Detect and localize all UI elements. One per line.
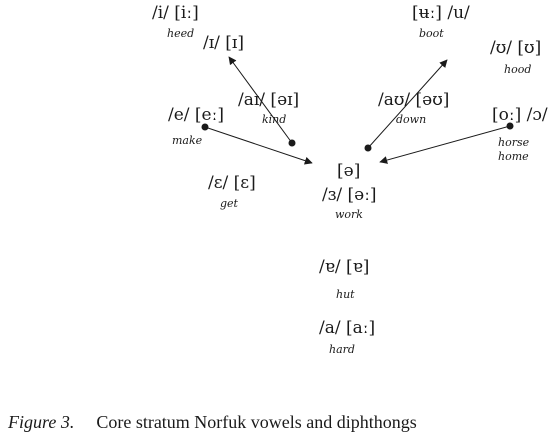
vowel-symbol: [oː] /ɔ/ xyxy=(492,105,548,125)
vowel-symbol: [ə] xyxy=(337,161,360,181)
arrow-o xyxy=(379,125,511,164)
example-word: horse xyxy=(498,136,530,149)
figure-caption-text: Core stratum Norfuk vowels and diphthong… xyxy=(96,412,417,432)
vowel-symbol: /ɪ/ [ɪ] xyxy=(203,33,244,53)
arrow-ai xyxy=(228,56,293,144)
vowel-symbol: /ʊ/ [ʊ] xyxy=(490,38,541,58)
example-word: down xyxy=(396,113,426,126)
vowel-symbol: /ɐ/ [ɐ] xyxy=(319,257,369,277)
vowel-symbol: /ɛ/ [ɛ] xyxy=(208,173,256,193)
vowel-symbol: /i/ [iː] xyxy=(152,3,199,23)
diphthong-start-dots xyxy=(201,122,514,152)
example-word: home xyxy=(498,150,529,163)
figure-label: Figure 3. xyxy=(8,412,75,432)
arrow-au xyxy=(367,59,448,149)
figure-caption: Figure 3. Core stratum Norfuk vowels and … xyxy=(8,412,417,433)
dot-o xyxy=(506,122,514,130)
vowel-symbol: /aɪ/ [əɪ] xyxy=(238,90,299,110)
example-word: hard xyxy=(329,343,355,356)
example-word: hut xyxy=(336,288,355,301)
dot-au xyxy=(364,144,372,152)
vowel-symbol: /aʊ/ [əʊ] xyxy=(378,90,449,110)
example-word: work xyxy=(335,208,363,221)
example-word: heed xyxy=(167,27,194,40)
dot-ai xyxy=(288,139,296,147)
example-word: get xyxy=(220,197,239,210)
arrow-e xyxy=(204,126,313,165)
vowel-symbol: /e/ [eː] xyxy=(168,105,224,125)
vowel-symbol: [ʉː] /u/ xyxy=(412,3,470,23)
vowel-symbol: /a/ [aː] xyxy=(319,318,375,338)
diphthong-arrows xyxy=(204,56,511,165)
example-words: heed boot hood kind down make horse home… xyxy=(167,27,531,356)
example-word: hood xyxy=(504,63,531,76)
vowel-symbols: /i/ [iː] /ɪ/ [ɪ] [ʉː] /u/ /ʊ/ [ʊ] /aɪ/ [… xyxy=(152,3,548,338)
vowel-diagram: /i/ [iː] /ɪ/ [ɪ] [ʉː] /u/ /ʊ/ [ʊ] /aɪ/ [… xyxy=(152,3,548,356)
example-word: make xyxy=(172,134,203,147)
example-word: boot xyxy=(419,27,444,40)
vowel-symbol: /ɜ/ [əː] xyxy=(322,185,377,205)
example-word: kind xyxy=(262,113,286,126)
dot-e xyxy=(201,123,209,131)
